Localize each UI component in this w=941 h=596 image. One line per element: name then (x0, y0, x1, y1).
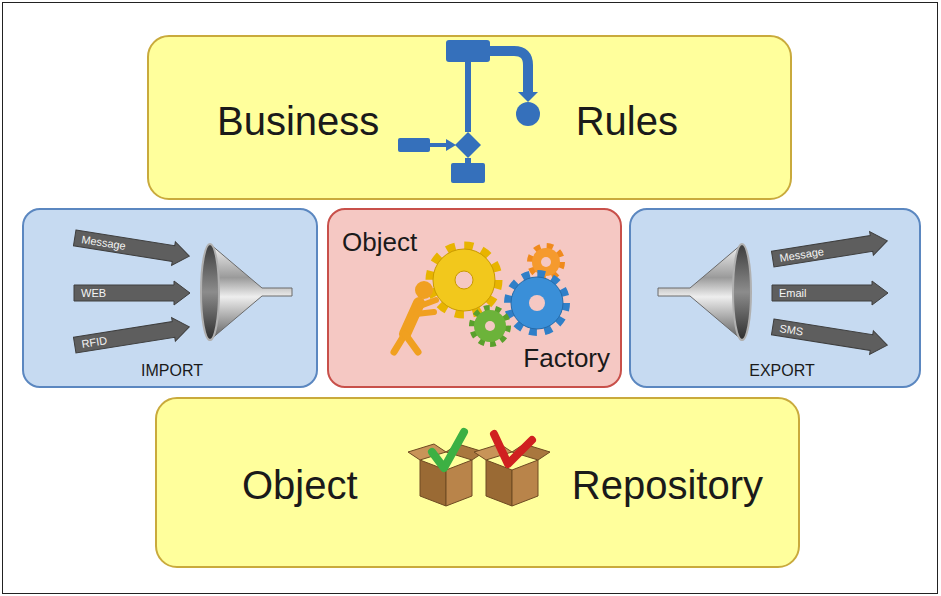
gear-yellow (430, 246, 498, 314)
flowchart-icon (446, 40, 490, 62)
flowchart-icon (455, 132, 481, 158)
box-in (420, 460, 446, 506)
arrow-label: Email (779, 287, 807, 300)
gear-yellow (455, 271, 473, 289)
box-out (486, 460, 512, 506)
worker-figure (394, 334, 405, 352)
arrow-shape (771, 229, 889, 271)
worker-figure (420, 300, 436, 306)
panel-title: EXPORT (749, 362, 815, 380)
arrow-label: WEB (81, 287, 106, 300)
import-funnel (201, 244, 292, 340)
band-title: Repository (572, 462, 763, 508)
arrow-shape (73, 315, 191, 357)
gear-yellow (430, 246, 498, 314)
output-arrow: Email (772, 281, 888, 305)
worker-figure (394, 281, 436, 352)
text-holder: Object (342, 228, 417, 258)
gear-orange (530, 246, 562, 278)
text-holder: IMPORT (141, 362, 203, 380)
flowchart-icon (430, 143, 448, 147)
box-out (474, 434, 550, 506)
arrow-shape (771, 315, 889, 357)
gear-blue (508, 274, 566, 332)
gear-green (474, 310, 506, 342)
arrow-shape (73, 226, 191, 268)
factory-box: ObjectFactory (327, 208, 622, 388)
outer-frame (3, 3, 938, 594)
band-title: Object (242, 462, 358, 508)
gear-green (472, 308, 508, 344)
gear-green (485, 321, 495, 331)
worker-figure (405, 303, 419, 334)
rules-band: Business Rules (147, 35, 792, 200)
flowchart-icon (465, 62, 471, 132)
flowchart-icon (398, 40, 540, 183)
gear-blue (529, 295, 545, 311)
box-out (474, 444, 512, 460)
text-holder: Business (217, 98, 379, 144)
export-funnel (733, 244, 751, 340)
text-holder: Email (779, 287, 807, 300)
arrow-shape (74, 281, 190, 305)
box-in (408, 432, 484, 506)
panel-title: Factory (523, 344, 610, 374)
repository-band: Object Repository (155, 397, 800, 568)
export-funnel (658, 244, 742, 340)
gear-blue (508, 274, 566, 332)
import-funnel (201, 244, 219, 340)
flowchart-icon (446, 139, 456, 151)
box-in (446, 444, 484, 460)
flowchart-icon (518, 92, 538, 102)
flowchart-icon (451, 163, 485, 183)
gear-blue (511, 277, 563, 329)
text-holder: EXPORT (749, 362, 815, 380)
import-funnel (210, 244, 292, 340)
box-out (494, 434, 532, 464)
arrow-shape (771, 315, 889, 357)
panel-title: IMPORT (141, 362, 203, 380)
gear-orange (541, 257, 551, 267)
input-arrow: Message (73, 226, 191, 268)
box-out (512, 444, 550, 460)
arrow-shape (772, 281, 888, 305)
flowchart-icon (398, 138, 430, 152)
text-holder: WEB (81, 287, 106, 300)
export-funnel (658, 244, 751, 340)
flowchart-icon (516, 102, 540, 126)
band-title: Business (217, 98, 379, 144)
worker-figure (415, 281, 433, 299)
panel-title: Object (342, 228, 417, 258)
band-title: Rules (576, 98, 678, 144)
export-panel: EXPORT MessageEmailSMS (629, 208, 921, 388)
gear-yellow (433, 249, 495, 311)
box-in (446, 460, 472, 506)
flowchart-icon (465, 158, 471, 164)
arrow-shape (73, 226, 191, 268)
box-in (408, 444, 446, 460)
worker-figure (416, 312, 434, 314)
worker-figure (405, 334, 418, 352)
output-arrow: Message (771, 229, 889, 271)
input-arrow: RFID (73, 315, 191, 357)
output-arrow: SMS (771, 315, 889, 357)
flowchart-icon (490, 51, 528, 92)
import-panel: IMPORT MessageWEB RFID (22, 208, 318, 388)
text-holder: Repository (572, 462, 763, 508)
text-holder: Object (242, 462, 358, 508)
box-in (432, 432, 464, 468)
input-arrow: WEB (74, 281, 190, 305)
text-holder: Factory (523, 344, 610, 374)
text-holder: Rules (576, 98, 678, 144)
gear-green (472, 308, 508, 344)
gear-orange (530, 246, 562, 278)
gear-orange (532, 248, 560, 276)
box-out (512, 460, 538, 506)
